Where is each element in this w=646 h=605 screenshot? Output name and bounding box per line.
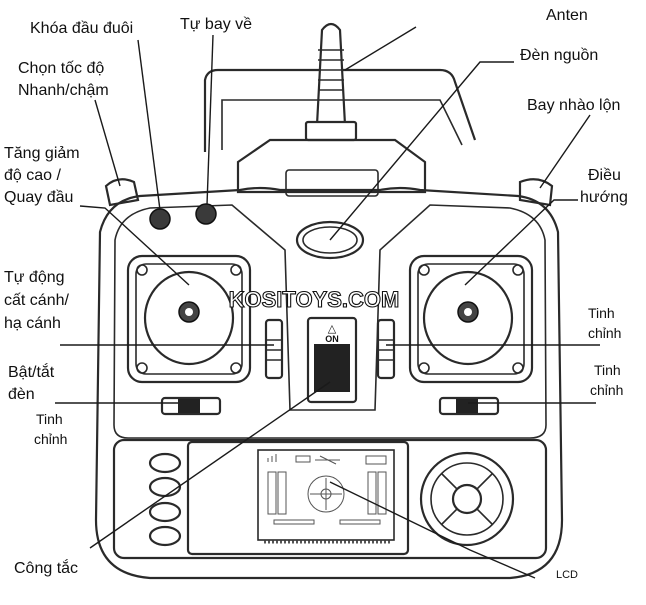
oval-button (148, 501, 182, 523)
shoulder-button-left (104, 178, 140, 207)
label-tu-dong-line3: hạ cánh (4, 315, 61, 332)
right-gimbal-screw (512, 264, 524, 276)
leader-den-nguon (329, 61, 514, 241)
dpad-center (451, 483, 483, 515)
label-tu-dong-line2: cất cánh/ (4, 292, 69, 309)
leader-lines (55, 26, 600, 579)
label-cong-tac: Công tắc (14, 558, 78, 577)
right-gimbal-inner (417, 263, 525, 375)
label-dieu-huong-line2: hướng (580, 189, 628, 206)
lcd-screen (257, 449, 395, 541)
right-horizontal-trim-knob (456, 399, 478, 413)
leader-anten (344, 26, 417, 71)
label-chon-toc-do-line2: Nhanh/chậm (18, 82, 109, 99)
antenna-ribs (318, 49, 344, 101)
lcd-dpad-cross (310, 478, 342, 510)
label-khoa-dau-duoi: Khóa đầu đuôi (30, 20, 133, 37)
left-gimbal-screw (136, 264, 148, 276)
left-stick-well (143, 270, 235, 366)
power-led-inner (302, 226, 358, 254)
label-tinh-chinh-right2-line2: chỉnh (590, 382, 623, 398)
dpad-inner-ring (430, 462, 504, 536)
leader-bay-nhao-lon (539, 114, 591, 189)
watermark: KOSITOYS.COM (229, 287, 400, 312)
outer-shell (94, 186, 564, 580)
antenna (315, 22, 347, 127)
label-tu-bay-ve: Tự bay về (180, 16, 252, 33)
left-horizontal-trim-knob (178, 399, 200, 413)
return-home-button (195, 203, 217, 225)
lcd-signal-bars (267, 454, 277, 462)
lcd-contents (267, 454, 387, 525)
lcd-mode-box (295, 455, 311, 463)
leader-dieu-huong (464, 199, 578, 286)
right-vertical-trim-ridges (378, 339, 394, 361)
lock-button (149, 208, 171, 230)
top-plate (236, 138, 427, 194)
label-tang-giam-line3: Quay đầu (4, 189, 73, 206)
transmitter-body: △ ON (94, 22, 564, 580)
label-den-nguon: Đèn nguồn (520, 47, 598, 64)
label-dieu-huong-line1: Điều (588, 167, 621, 184)
right-vertical-trim (376, 318, 396, 380)
right-stick-cap (464, 308, 472, 316)
left-gimbal-screw (230, 362, 242, 374)
label-tang-giam-line2: độ cao / (4, 167, 61, 184)
lcd-dpad-ring (307, 475, 345, 513)
leader-tu-bay-ve (206, 34, 214, 206)
label-anten: Anten (546, 7, 588, 24)
power-switch-arrow: △ (328, 323, 337, 335)
lcd-bar-right (367, 471, 377, 515)
oval-button (148, 476, 182, 498)
antenna-base (304, 120, 358, 142)
lcd-trim-left (273, 519, 315, 525)
label-chon-toc-do-line1: Chọn tốc độ (18, 60, 104, 77)
shoulder-button-right (518, 178, 554, 207)
power-switch-on-label: ON (325, 334, 339, 344)
lower-panel (112, 438, 548, 560)
left-stick-cap (185, 308, 193, 316)
left-gimbal-screw (136, 362, 148, 374)
lcd-bar-left (267, 471, 277, 515)
labels: Khóa đầu đuôi Tự bay về Anten Đèn nguồn … (4, 7, 628, 581)
leader-khoa-dau-duoi (137, 39, 161, 211)
label-tu-dong-line1: Tự động (4, 269, 65, 286)
label-bay-nhao-lon: Bay nhào lộn (527, 97, 620, 114)
lcd-trim-right (339, 519, 381, 525)
oval-button (148, 525, 182, 547)
left-vertical-trim-ridges (266, 339, 282, 361)
power-switch-slider (314, 344, 350, 392)
label-lcd: LCD (556, 569, 578, 581)
left-gimbal-inner (135, 263, 243, 375)
leader-tang-giam (79, 205, 190, 286)
inner-shell (113, 204, 547, 439)
label-tinh-chinh-right1-line1: Tinh (588, 305, 615, 321)
right-stick-well (422, 270, 514, 366)
right-gimbal-screw (418, 362, 430, 374)
label-tang-giam-line1: Tăng giảm (4, 145, 80, 162)
label-tinh-chinh-left-line1: Tinh (36, 411, 63, 427)
label-bat-tat-den-line1: Bật/tắt (8, 362, 55, 381)
leader-cong-tac (89, 381, 331, 549)
lcd-battery-icon (365, 455, 387, 465)
label-tinh-chinh-right2-line1: Tinh (594, 362, 621, 378)
lcd-bar-left-2 (277, 471, 287, 515)
leader-chon-toc-do (94, 99, 121, 187)
left-vertical-trim (264, 318, 284, 380)
leader-lcd (329, 481, 536, 579)
lcd-bezel (186, 440, 410, 556)
right-gimbal-screw (512, 362, 524, 374)
left-gimbal-screw (230, 264, 242, 276)
lcd-helicopter-icon (315, 455, 340, 465)
right-gimbal-screw (418, 264, 430, 276)
label-bat-tat-den-line2: đèn (8, 386, 35, 403)
lcd-bar-right-2 (377, 471, 387, 515)
label-tinh-chinh-left-line2: chỉnh (34, 431, 67, 447)
label-tinh-chinh-right1-line2: chỉnh (588, 325, 621, 341)
oval-button (148, 452, 182, 474)
